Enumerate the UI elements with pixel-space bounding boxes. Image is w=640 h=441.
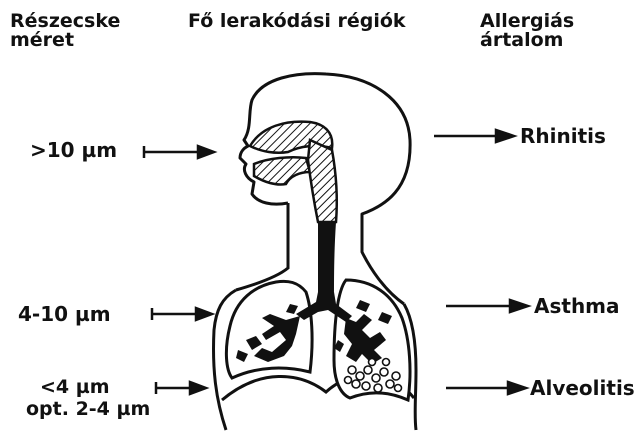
arrow-rhinitis <box>434 130 514 142</box>
arrow-small-particles <box>156 382 206 394</box>
size-label-optimal: opt. 2-4 µm <box>26 398 150 420</box>
trachea <box>318 222 336 296</box>
size-label-small: <4 µm <box>40 376 110 398</box>
arrow-medium-particles <box>152 308 212 320</box>
size-label-large: >10 µm <box>30 138 117 162</box>
larynx-region <box>308 140 337 222</box>
effect-label-asthma: Asthma <box>534 294 620 318</box>
effect-label-rhinitis: Rhinitis <box>520 124 606 148</box>
arrow-alveolitis <box>446 382 526 394</box>
effect-label-alveolitis: Alveolitis <box>530 376 635 400</box>
pharynx-region <box>254 157 310 184</box>
arrow-large-particles <box>144 146 214 158</box>
arrow-asthma <box>446 300 528 312</box>
size-label-medium: 4-10 µm <box>18 302 111 326</box>
neck-front-outline <box>236 203 288 290</box>
